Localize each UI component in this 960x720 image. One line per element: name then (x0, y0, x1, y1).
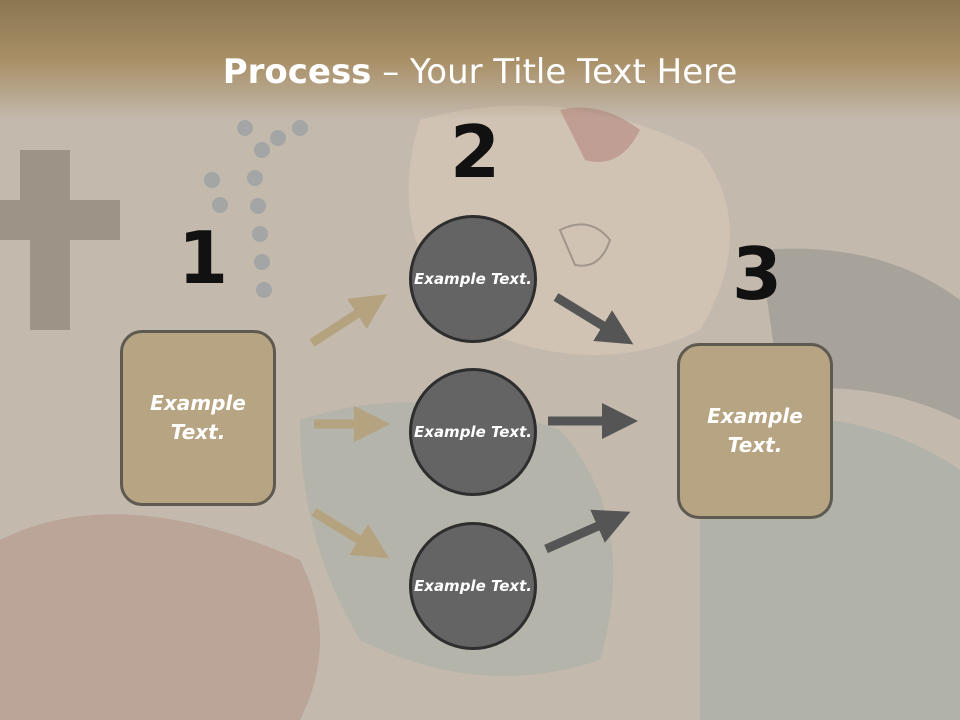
title-bar (0, 0, 960, 120)
title-bold: Process (222, 52, 372, 92)
step-2-circle-middle: Example Text. (409, 368, 537, 496)
page-title: Process – Your Title Text Here (0, 52, 960, 92)
step-1-text: Example Text. (150, 391, 246, 444)
circle-top-text: Example Text. (414, 269, 532, 288)
step-3-text: Example Text. (707, 404, 803, 457)
step-2-circle-bottom: Example Text. (409, 522, 537, 650)
step-number-1: 1 (178, 216, 229, 300)
step-3-box: Example Text. (677, 343, 833, 519)
step-2-circle-top: Example Text. (409, 215, 537, 343)
circle-bottom-text: Example Text. (414, 576, 532, 595)
arrow-bottom-to-3 (544, 509, 631, 554)
step-1-box: Example Text. (120, 330, 276, 506)
arrow-top-to-3 (553, 293, 634, 345)
arrow-1-to-top (309, 294, 388, 347)
arrow-1-to-bottom (311, 508, 390, 559)
step-number-3: 3 (732, 232, 783, 316)
circle-middle-text: Example Text. (414, 422, 532, 441)
step-number-2: 2 (450, 110, 501, 194)
title-rest: – Your Title Text Here (371, 52, 738, 92)
